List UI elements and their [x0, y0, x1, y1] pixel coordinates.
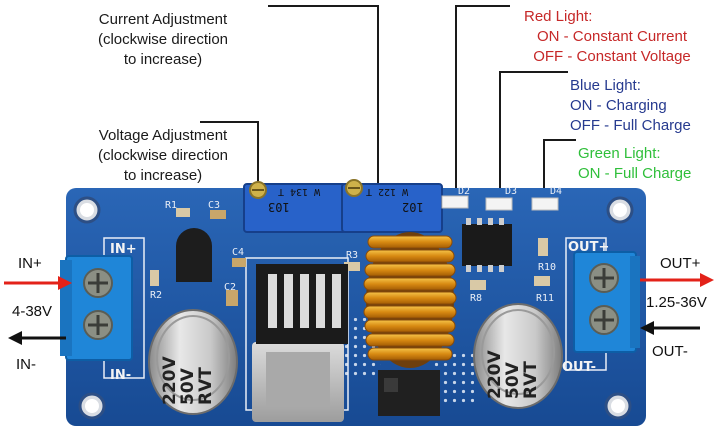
- out-plus-arrow: [640, 273, 714, 287]
- blue-light-line: [499, 71, 568, 198]
- output-voltage-label: 1.25-36V: [646, 294, 707, 311]
- red-light-off: OFF - Constant Voltage: [533, 48, 691, 65]
- right-cap-line3: RVT: [521, 361, 541, 399]
- red-light-line: [455, 5, 510, 195]
- output-plus-label: OUT+: [660, 255, 701, 272]
- pcb-in-plus: IN+: [110, 242, 137, 257]
- label-r2: R2: [150, 290, 163, 301]
- output-terminal-block: [573, 251, 640, 353]
- blue-light-title: Blue Light:: [570, 77, 641, 94]
- control-ic: [462, 218, 512, 272]
- red-light-callout: Red Light: ON - Constant Current OFF - C…: [512, 7, 712, 67]
- current-adjust-line2: (clockwise direction: [97, 31, 229, 48]
- blue-light-callout: Blue Light: ON - Charging OFF - Full Cha…: [570, 76, 720, 136]
- blue-light-on: ON - Charging: [570, 97, 667, 114]
- label-c4: C4: [232, 247, 245, 258]
- voltage-adjust-line3: to increase): [123, 167, 203, 184]
- regulator-chip: [252, 264, 348, 422]
- label-r11: R11: [536, 293, 555, 304]
- pot2-marking: W 122 T: [366, 186, 409, 197]
- green-light-line: [543, 139, 576, 198]
- left-cap-line2: 50V: [178, 368, 198, 405]
- label-r10: R10: [538, 262, 557, 273]
- led-indicators: [441, 195, 559, 211]
- callout-lines: [200, 5, 576, 198]
- label-c2: C2: [224, 282, 237, 293]
- blue-light-off: OFF - Full Charge: [570, 117, 691, 134]
- current-adjust-title: Current Adjustment: [98, 11, 228, 28]
- pot2-code: 102: [402, 200, 424, 214]
- right-cap-line1: 220V: [485, 350, 505, 399]
- pcb-out-plus: OUT+: [568, 240, 610, 255]
- label-r8: R8: [470, 293, 483, 304]
- label-d4: D4: [550, 186, 563, 197]
- input-minus-label: IN-: [16, 356, 36, 373]
- inductor-coil: [363, 232, 457, 368]
- pot1-marking: W 134 T: [278, 186, 321, 197]
- schottky-diode: [378, 370, 440, 416]
- voltage-adjust-line2: (clockwise direction: [97, 147, 229, 164]
- in-plus-arrow: [4, 276, 72, 290]
- label-d3: D3: [505, 186, 518, 197]
- red-light-title: Red Light:: [524, 8, 593, 25]
- green-light-callout: Green Light: ON - Full Charge: [578, 144, 718, 184]
- input-voltage-label: 4-38V: [12, 303, 53, 320]
- green-light-on: ON - Full Charge: [578, 165, 692, 182]
- left-cap-line3: RVT: [196, 367, 216, 405]
- transistor: [176, 228, 212, 282]
- current-potentiometer: [243, 181, 347, 233]
- left-cap-line1: 220V: [160, 356, 180, 405]
- mounting-holes: [73, 196, 634, 420]
- green-light-title: Green Light:: [578, 145, 661, 162]
- right-capacitor-marking: 220V 50V RVT: [485, 313, 550, 399]
- voltage-adjust-line: [200, 121, 259, 192]
- red-light-on: ON - Constant Current: [536, 28, 688, 45]
- voltage-adjust-title: Voltage Adjustment: [98, 127, 228, 144]
- pcb-in-minus: IN-: [110, 368, 132, 383]
- label-r1: R1: [165, 200, 178, 211]
- current-adjust-line: [268, 5, 379, 186]
- in-minus-arrow: [8, 331, 66, 345]
- out-minus-arrow: [640, 321, 700, 335]
- output-minus-label: OUT-: [652, 343, 688, 360]
- pcb-out-minus: OUT-: [562, 360, 596, 375]
- current-adjust-callout: Current Adjustment (clockwise direction …: [58, 10, 268, 70]
- label-r3: R3: [346, 250, 359, 261]
- smd-components: [150, 208, 550, 306]
- label-c3: C3: [208, 200, 221, 211]
- current-adjust-line3: to increase): [123, 51, 203, 68]
- voltage-adjust-callout: Voltage Adjustment (clockwise direction …: [58, 126, 268, 186]
- left-capacitor: [148, 309, 238, 415]
- left-capacitor-marking: 220V 50V RVT: [160, 319, 225, 405]
- pot1-code: 103: [268, 200, 290, 214]
- input-plus-label: IN+: [18, 255, 42, 272]
- right-capacitor: [473, 303, 563, 409]
- input-terminal-block: [60, 255, 133, 361]
- label-d2: D2: [458, 186, 471, 197]
- right-cap-line2: 50V: [503, 362, 523, 399]
